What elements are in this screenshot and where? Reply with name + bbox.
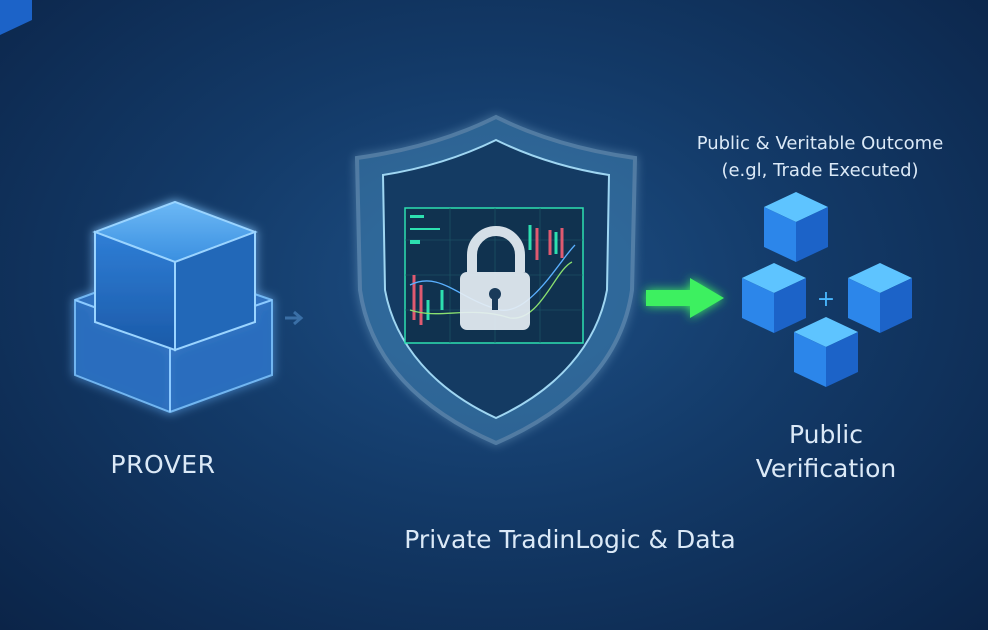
verification-line-1: Public — [789, 420, 863, 449]
verification-cubes-icon: + — [0, 0, 912, 387]
svg-text:+: + — [817, 287, 835, 312]
private-logic-label: Private TradinLogic & Data — [404, 525, 736, 554]
verification-line-2: Verification — [755, 454, 897, 483]
faint-arrow-icon — [285, 310, 304, 326]
public-verification-label: Public Verification — [726, 418, 926, 486]
padlock-icon — [460, 226, 530, 330]
public-outcome-label: Public & Veritable Outcome (e.gl, Trade … — [660, 130, 980, 184]
outcome-line-1: Public & Veritable Outcome — [696, 133, 944, 154]
prover-label: PROVER — [110, 450, 216, 479]
arrow-right-icon — [646, 278, 724, 318]
outcome-line-2: (e.gl, Trade Executed) — [721, 160, 919, 181]
prover-cube-icon — [74, 200, 273, 414]
